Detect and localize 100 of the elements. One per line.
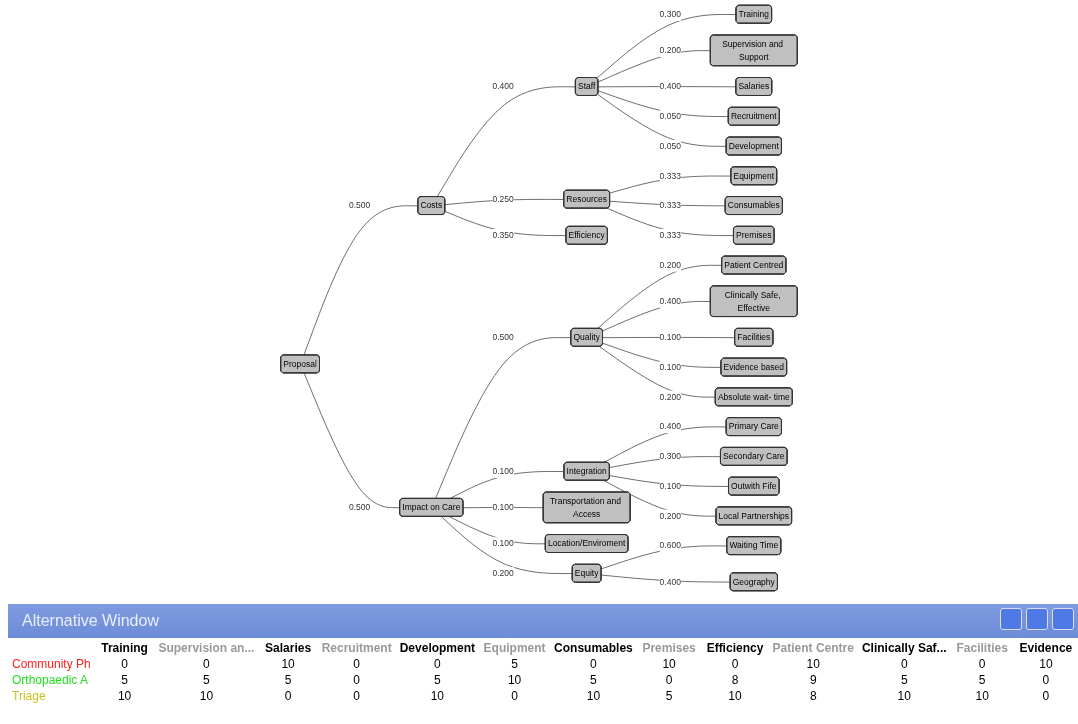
table-cell-text: 10 xyxy=(429,688,446,704)
table-cell-text: 0 xyxy=(202,656,211,672)
edge-label: 0.300 xyxy=(659,9,681,19)
column-header: Efficiency xyxy=(705,640,765,656)
edge-label: 0.400 xyxy=(659,576,681,587)
table-cell-text: 5 xyxy=(589,672,598,688)
table-cell-text: 10 xyxy=(506,672,523,688)
connector xyxy=(596,14,737,79)
edge-label: 0.600 xyxy=(659,540,681,551)
table-cell-text: 10 xyxy=(974,688,990,704)
table-cell-text: 10 xyxy=(727,688,743,704)
edge-label: 0.100 xyxy=(659,362,681,372)
column-header: Patient Centre xyxy=(771,640,855,656)
connector xyxy=(435,337,572,500)
edge-label: 0.500 xyxy=(348,502,371,513)
connector xyxy=(601,574,731,583)
window-title: Alternative Window xyxy=(22,612,159,630)
edge-label: 0.250 xyxy=(492,194,514,204)
connector xyxy=(597,94,727,147)
table-cell-text: 5 xyxy=(202,672,211,688)
table-cell-text: 5 xyxy=(977,672,987,688)
column-header: Facilities xyxy=(955,640,1009,656)
column-header: Training xyxy=(100,640,149,656)
table-cell-text: 0 xyxy=(977,656,987,672)
table-cell-text: 10 xyxy=(280,656,296,672)
connector xyxy=(601,545,728,570)
edge-label: 0.200 xyxy=(659,510,681,521)
connector xyxy=(444,211,567,236)
table-cell-text: 0 xyxy=(352,656,361,672)
table-cell-text: 0 xyxy=(1041,672,1051,688)
column-header: Premises xyxy=(641,640,697,656)
edge-label: 0.350 xyxy=(492,230,514,241)
table-cell-text: 0 xyxy=(433,656,442,672)
column-header: Supervision an... xyxy=(157,640,256,656)
table-cell-text: 0 xyxy=(1041,688,1051,704)
edge-label: 0.100 xyxy=(492,466,514,476)
column-header: Recruitment xyxy=(320,640,393,656)
edge-label: 0.400 xyxy=(659,81,681,92)
table-cell-text: 9 xyxy=(808,672,818,688)
connector xyxy=(602,342,722,368)
table-cell-text: 5 xyxy=(433,672,442,688)
edge-label: 0.100 xyxy=(659,332,681,343)
connector xyxy=(603,480,717,517)
column-header: Consumables xyxy=(553,640,634,656)
table-cell-text: 0 xyxy=(589,656,598,672)
column-header: Clinically Saf... xyxy=(860,640,948,656)
connector xyxy=(303,372,401,509)
column-header: Equipment xyxy=(482,640,547,656)
edge-label: 0.333 xyxy=(659,230,681,241)
column-header: Salaries xyxy=(264,640,313,656)
table-cell-text: 0 xyxy=(899,656,909,672)
connector xyxy=(597,265,723,329)
edge-label: 0.200 xyxy=(659,45,681,56)
table-cell-text: 10 xyxy=(805,656,821,672)
table-cell-text: 10 xyxy=(1038,656,1054,672)
edge-label: 0.050 xyxy=(659,111,681,121)
connector xyxy=(449,516,546,545)
table-cell-text: 5 xyxy=(283,672,293,688)
connector xyxy=(597,50,711,83)
row-header: Community Ph xyxy=(11,656,92,672)
connector xyxy=(602,301,711,332)
table-cell-text: 5 xyxy=(899,672,909,688)
connector xyxy=(609,175,732,194)
connector xyxy=(597,90,729,117)
connector xyxy=(597,86,737,88)
table-cell-text: 8 xyxy=(808,688,818,704)
connector xyxy=(449,471,565,500)
table-cell-text: 10 xyxy=(896,688,912,704)
connector xyxy=(602,337,736,338)
table-cell-text: 0 xyxy=(664,672,674,688)
table-cell-text: 0 xyxy=(120,656,129,672)
table-cell-text: 10 xyxy=(116,688,133,704)
connector xyxy=(603,426,727,463)
edge-label: 0.400 xyxy=(659,421,681,432)
column-header: Evidence xyxy=(1018,640,1074,656)
edge-label: 0.400 xyxy=(659,296,681,306)
table-cell-text: 5 xyxy=(664,688,674,704)
edge-label: 0.200 xyxy=(659,259,681,270)
connector xyxy=(609,200,726,207)
table-cell-text: 0 xyxy=(283,688,293,704)
edge-label: 0.300 xyxy=(659,451,681,462)
table-cell-text: 8 xyxy=(730,672,740,688)
edge-label: 0.500 xyxy=(348,200,371,211)
table-cell-text: 0 xyxy=(352,672,361,688)
row-header: Triage xyxy=(11,688,47,704)
edge-label: 0.333 xyxy=(659,200,681,211)
edge-label: 0.200 xyxy=(492,568,514,579)
table-cell-text: 0 xyxy=(510,688,519,704)
table-cell-text: 10 xyxy=(585,688,602,704)
table-cell-text: 5 xyxy=(120,672,129,688)
table-cell-text: 0 xyxy=(352,688,361,704)
edge-label: 0.050 xyxy=(659,140,681,151)
connector xyxy=(441,516,573,574)
connector xyxy=(303,205,419,356)
column-header: Development xyxy=(398,640,477,656)
connector xyxy=(599,346,716,398)
edge-label: 0.500 xyxy=(492,332,514,343)
connector xyxy=(607,208,735,236)
edge-label: 0.100 xyxy=(492,502,514,513)
edge-label: 0.100 xyxy=(659,481,681,491)
